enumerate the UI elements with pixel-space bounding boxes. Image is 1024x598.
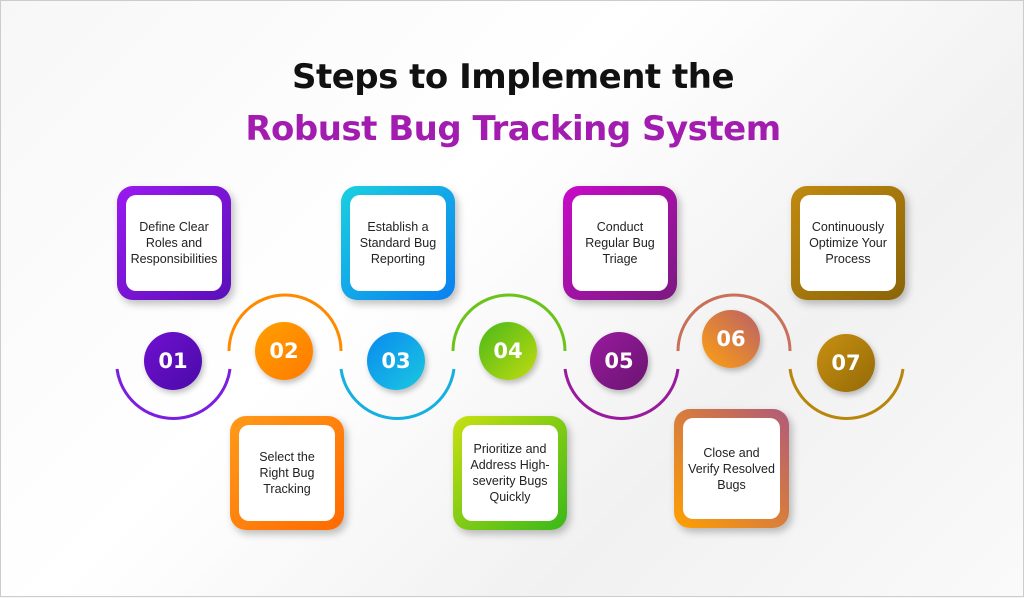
step-04-card: Prioritize and Address High-severity Bug… (453, 416, 567, 530)
step-03-number: 03 (367, 332, 425, 390)
step-07-card: Continuously Optimize Your Process (791, 186, 905, 300)
step-02-card: Select the Right Bug Tracking (230, 416, 344, 530)
step-05-number: 05 (590, 332, 648, 390)
arc-03 (339, 368, 456, 420)
step-01-number: 01 (144, 332, 202, 390)
arc-06 (676, 293, 792, 352)
step-06-label: Close and Verify Resolved Bugs (683, 418, 780, 519)
step-04-label: Prioritize and Address High-severity Bug… (462, 425, 558, 521)
step-07-label: Continuously Optimize Your Process (800, 195, 896, 291)
arc-05 (563, 368, 680, 420)
step-03-label: Establish a Standard Bug Reporting (350, 195, 446, 291)
step-03-card: Establish a Standard Bug Reporting (341, 186, 455, 300)
step-01-label: Define Clear Roles and Responsibilities (126, 195, 222, 291)
step-01-card: Define Clear Roles and Responsibilities (117, 186, 231, 300)
step-07-number: 07 (817, 334, 875, 392)
step-06-card: Close and Verify Resolved Bugs (674, 409, 789, 528)
title-line-2: Robust Bug Tracking System (245, 109, 781, 149)
title-line-1: Steps to Implement the (291, 57, 735, 97)
arc-02 (227, 293, 343, 352)
arc-07 (788, 368, 905, 420)
step-02-number: 02 (255, 322, 313, 380)
arc-01 (115, 368, 232, 420)
step-06-number: 06 (702, 310, 760, 368)
step-05-card: Conduct Regular Bug Triage (563, 186, 677, 300)
step-05-label: Conduct Regular Bug Triage (572, 195, 668, 291)
step-04-number: 04 (479, 322, 537, 380)
arc-04 (451, 293, 567, 352)
step-02-label: Select the Right Bug Tracking (239, 425, 335, 521)
